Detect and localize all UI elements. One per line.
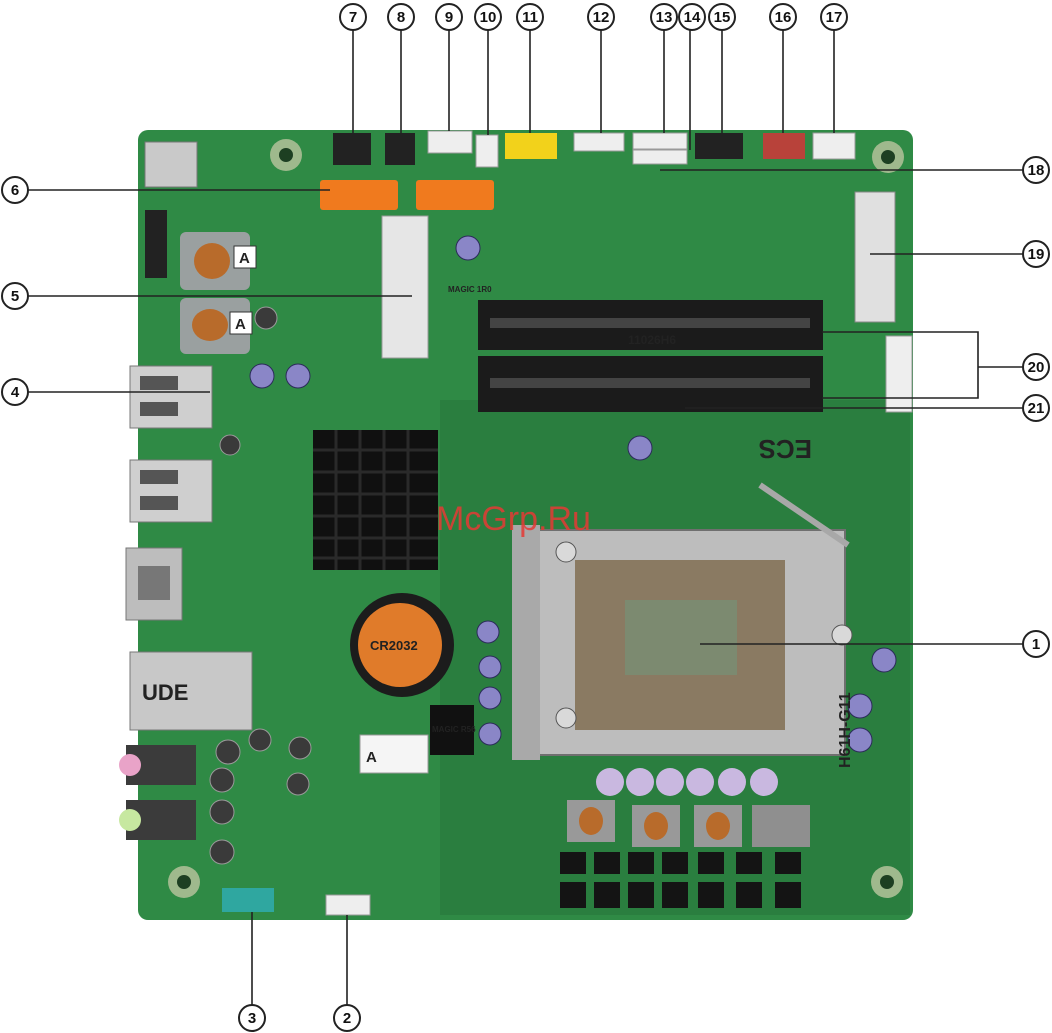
callout-1: 1: [1023, 631, 1049, 657]
callout-3-number: 3: [248, 1010, 256, 1027]
callout-4-number: 4: [11, 384, 20, 401]
vendor-logo: ECS: [759, 434, 812, 464]
callout-3: 3: [239, 1005, 265, 1031]
callout-10: 10: [475, 4, 501, 30]
cmos-battery: CR2032: [350, 593, 454, 697]
callout-13: 13: [651, 4, 677, 30]
atx-power-connector: [886, 336, 912, 412]
header-9: [428, 131, 472, 153]
dc-power-jack: [145, 142, 197, 187]
callout-4: 4: [2, 379, 28, 405]
callout-20: 20: [1023, 354, 1049, 380]
watermark: McGrp.Ru: [436, 500, 591, 538]
usb-port-stack-1: [130, 366, 212, 428]
callout-16: 16: [770, 4, 796, 30]
callout-14: 14: [679, 4, 705, 30]
callout-8: 8: [388, 4, 414, 30]
callout-18: 18: [1023, 157, 1049, 183]
callout-12-number: 12: [593, 9, 610, 26]
callout-19: 19: [1023, 241, 1049, 267]
callout-19-number: 19: [1028, 246, 1045, 263]
callout-6-number: 6: [11, 182, 19, 199]
model-print: H61H-G11: [837, 692, 854, 768]
callout-1-number: 1: [1032, 636, 1040, 653]
callout-5: 5: [2, 283, 28, 309]
lan-brand: UDE: [142, 680, 188, 705]
callout-9-number: 9: [445, 9, 453, 26]
callout-15: 15: [709, 4, 735, 30]
callout-17-number: 17: [826, 9, 843, 26]
header-7: [333, 133, 371, 165]
header-17: [813, 133, 855, 159]
mini-pcie-slot: [382, 216, 428, 358]
callout-9: 9: [436, 4, 462, 30]
mini-pcie-slot-right: [855, 192, 895, 322]
header-15: [695, 133, 743, 159]
sodimm-slots: 11026H6: [478, 300, 823, 412]
choke-print: MAGIC R56: [432, 725, 476, 734]
header-8: [385, 133, 415, 165]
callout-17: 17: [821, 4, 847, 30]
choke-print-2: MAGIC 1R0: [448, 285, 492, 294]
callout-8-number: 8: [397, 9, 405, 26]
fan-header-16: [763, 133, 805, 159]
callout-21-number: 21: [1028, 400, 1045, 417]
callout-2-number: 2: [343, 1010, 351, 1027]
callout-5-number: 5: [11, 288, 19, 305]
callout-16-number: 16: [775, 9, 792, 26]
callout-6: 6: [2, 177, 28, 203]
callout-21: 21: [1023, 395, 1049, 421]
audio-header-3: [222, 888, 274, 912]
sticker-label: A: [366, 749, 377, 766]
callout-11-number: 11: [522, 9, 538, 26]
callout-2: 2: [334, 1005, 360, 1031]
header-2: [326, 895, 370, 915]
callout-7: 7: [340, 4, 366, 30]
header-18: [633, 150, 687, 164]
callout-10-number: 10: [480, 9, 497, 26]
callout-13-number: 13: [656, 9, 673, 26]
callout-18-number: 18: [1028, 162, 1045, 179]
callout-7-number: 7: [349, 9, 357, 26]
callout-12: 12: [588, 4, 614, 30]
battery-text: CR2032: [370, 638, 418, 653]
inductor-label-1: A: [239, 250, 250, 267]
inductor-label-2: A: [235, 316, 246, 333]
chipset-heatsink: [313, 430, 438, 570]
usb-header-11: [505, 133, 557, 159]
callout-15-number: 15: [714, 9, 731, 26]
callout-20-number: 20: [1028, 359, 1045, 376]
header-10: [476, 135, 498, 167]
dimm-print: 11026H6: [628, 333, 676, 347]
header-12: [574, 133, 624, 151]
usb-port-stack-2: [130, 460, 212, 522]
header-13: [633, 133, 687, 149]
com-header-left: [145, 210, 167, 278]
callout-14-number: 14: [684, 9, 701, 26]
callout-11: 11: [517, 4, 543, 30]
